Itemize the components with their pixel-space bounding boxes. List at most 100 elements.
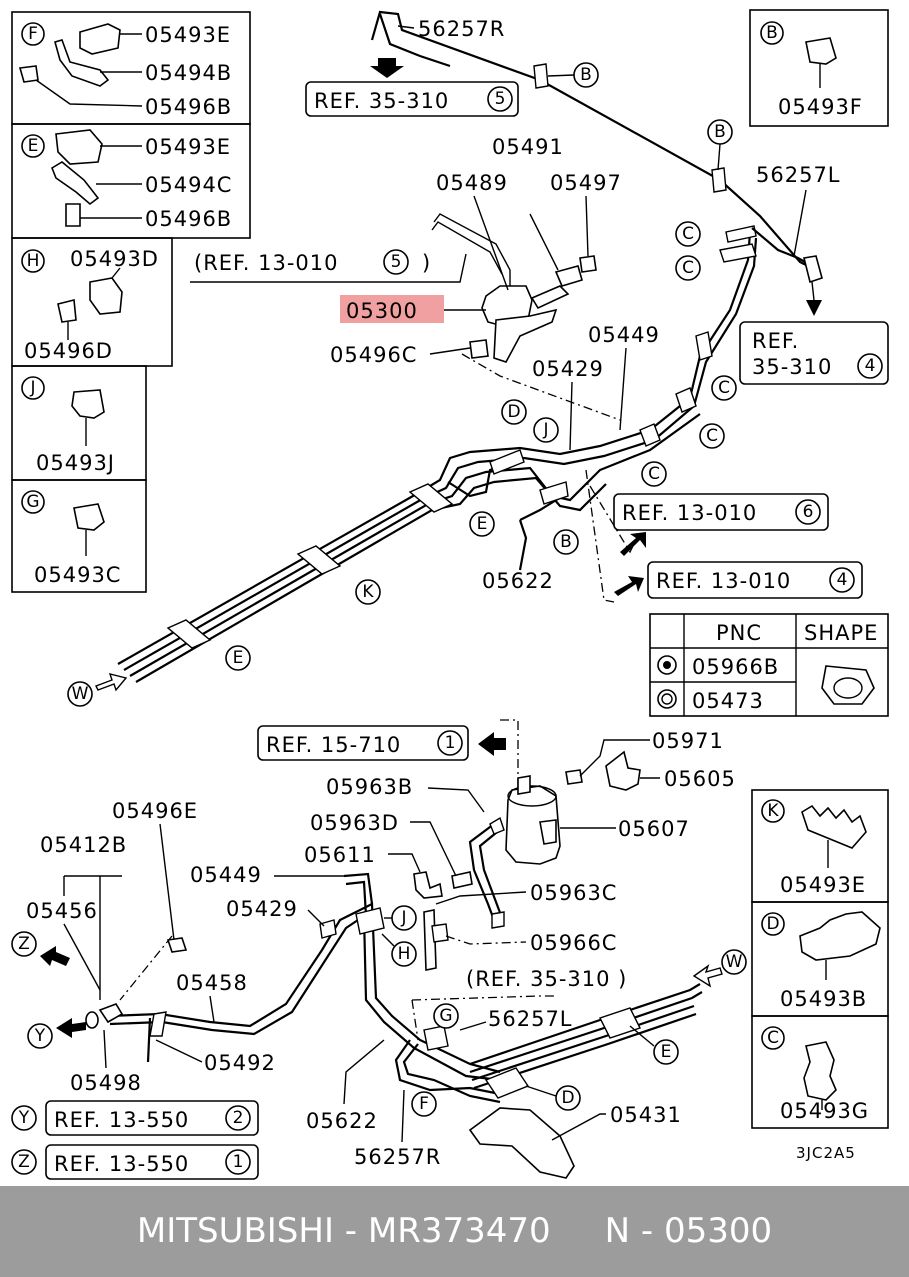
lower-refs: REF. 15-710 1 (257, 719, 519, 790)
clip-05493c-icon (73, 503, 105, 531)
label-05622: 05622 (482, 569, 554, 593)
bracket-05494b-icon (54, 39, 110, 87)
inset-e-part-3: 05496B (145, 207, 232, 231)
label-05496e: 05496E (112, 799, 198, 823)
callout-letter: C (706, 426, 718, 446)
arrow-left-icon (478, 732, 506, 756)
ref-number: 4 (837, 570, 848, 590)
lower-pipes (85, 872, 703, 1104)
label-05431: 05431 (610, 1103, 682, 1127)
label-05412b: 05412B (40, 833, 127, 857)
label-05429-lower: 05429 (226, 897, 298, 921)
label-56257l-lower: 56257L (488, 1007, 573, 1031)
label-05611: 05611 (304, 843, 376, 867)
upper-clamps (166, 63, 757, 649)
pnc-row-2: 05473 (692, 689, 764, 713)
callout-letter: E (477, 514, 488, 534)
inset-e-part-1: 05493E (145, 135, 231, 159)
callout-letter: C (682, 258, 694, 278)
inset-k-part-1: 05493E (780, 873, 866, 897)
bolt-05496b-icon (18, 65, 39, 83)
ref-number: 5 (391, 252, 402, 272)
ref-13-010-c: REF. 13-010 (656, 569, 791, 593)
label-05963d: 05963D (310, 811, 399, 835)
inset-e-part-2: 05494C (145, 173, 232, 197)
inset-b: B 05493F (749, 9, 889, 127)
bracket-05494c-icon (51, 161, 100, 206)
callout-letter: G (439, 1006, 452, 1026)
label-05429: 05429 (532, 357, 604, 381)
label-05449: 05449 (588, 323, 660, 347)
upper-labels: 56257R REF. 35-310 5 05491 05489 05497 (… (194, 17, 889, 603)
ref-number: 1 (233, 1152, 244, 1172)
callout-letter: Z (18, 934, 30, 954)
label-05491: 05491 (492, 135, 564, 159)
clip-05493d-icon (89, 277, 123, 315)
inset-g-part-1: 05493C (34, 563, 121, 587)
label-05300: 05300 (346, 299, 418, 323)
inset-k-letter: K (767, 801, 779, 821)
bottom-refs: Y REF. 13-550 2 Z REF. 13-550 1 (11, 1100, 259, 1180)
inset-f-part-1: 05493E (145, 23, 231, 47)
lower-hoses: 05963B 05963D 05611 05963C 05966C (304, 775, 617, 971)
inset-h-part-2: 05496D (24, 339, 113, 363)
ref-13-550-y: REF. 13-550 (54, 1108, 189, 1132)
label-05496c: 05496C (330, 343, 417, 367)
label-56257r: 56257R (418, 17, 505, 41)
callout-letter: E (661, 1042, 672, 1062)
callout-letter: C (648, 464, 660, 484)
drawing-code: 3JC2A5 (796, 1144, 856, 1162)
ref-number: 4 (865, 356, 876, 376)
pnc-header: PNC (716, 621, 762, 645)
ref-35-310-lower: (REF. 35-310 ) (466, 967, 627, 991)
callout-letter: J (400, 908, 406, 928)
ref-number: 5 (495, 89, 506, 109)
callout-letter: F (419, 1094, 429, 1114)
callout-letter: W (726, 952, 743, 972)
arrow-left-icon (40, 946, 70, 966)
callout-letter: E (233, 648, 244, 668)
inset-k: K 05493E (751, 789, 889, 903)
label-05607: 05607 (618, 817, 690, 841)
label-05963c: 05963C (530, 881, 617, 905)
clip-05493b-icon (799, 911, 881, 961)
part-05431: 05431 (468, 1103, 682, 1179)
ref-number: 1 (445, 733, 456, 753)
clip-05493e-icon (55, 129, 103, 165)
inset-b-letter: B (766, 23, 778, 43)
ref-35-310-right-line2: 35-310 (752, 355, 832, 379)
inset-g-letter: G (26, 492, 39, 512)
callout-letter: Y (34, 1026, 46, 1046)
arrow-up-right-icon (614, 576, 644, 596)
ref-15-710: REF. 15-710 (266, 733, 401, 757)
label-05622-lower: 05622 (306, 1109, 378, 1133)
callout-letter: Z (18, 1152, 30, 1172)
clip-05493j-icon (71, 389, 105, 419)
label-05489: 05489 (436, 171, 508, 195)
ref-number: 2 (233, 1108, 244, 1128)
arrow-down-icon (806, 300, 822, 316)
footer-bar (0, 1186, 909, 1277)
label-05492: 05492 (204, 1051, 276, 1075)
callout-letter: C (682, 224, 694, 244)
bolt-05496b-icon (65, 203, 81, 227)
inset-f: F 05493E 05494B 05496B (11, 11, 251, 125)
callout-letter: B (714, 122, 726, 142)
inset-f-part-3: 05496B (145, 95, 232, 119)
inset-d: D 05493B (751, 901, 889, 1017)
arrow-left-icon (56, 1018, 86, 1038)
pnc-row-1: 05966B (692, 655, 779, 679)
ref-13-550-z: REF. 13-550 (54, 1152, 189, 1176)
arrow-down-icon (370, 58, 404, 78)
bolt-05496d-icon (57, 298, 77, 323)
lower-labels: 05496E 05412B 05456 05449 05429 05458 05… (11, 799, 627, 1169)
label-05963b: 05963B (326, 775, 413, 799)
clip-05493e-icon (801, 804, 867, 849)
ref-close-paren: ) (422, 251, 431, 275)
label-05605: 05605 (664, 767, 736, 791)
callout-letter: B (580, 65, 592, 85)
label-56257r-lower: 56257R (354, 1145, 441, 1169)
ref-35-310-right-line1: REF. (752, 329, 799, 353)
inset-d-part-1: 05493B (780, 987, 867, 1011)
parts-diagram: F 05493E 05494B 05496B E 05493E 05494C 0… (11, 9, 889, 1180)
